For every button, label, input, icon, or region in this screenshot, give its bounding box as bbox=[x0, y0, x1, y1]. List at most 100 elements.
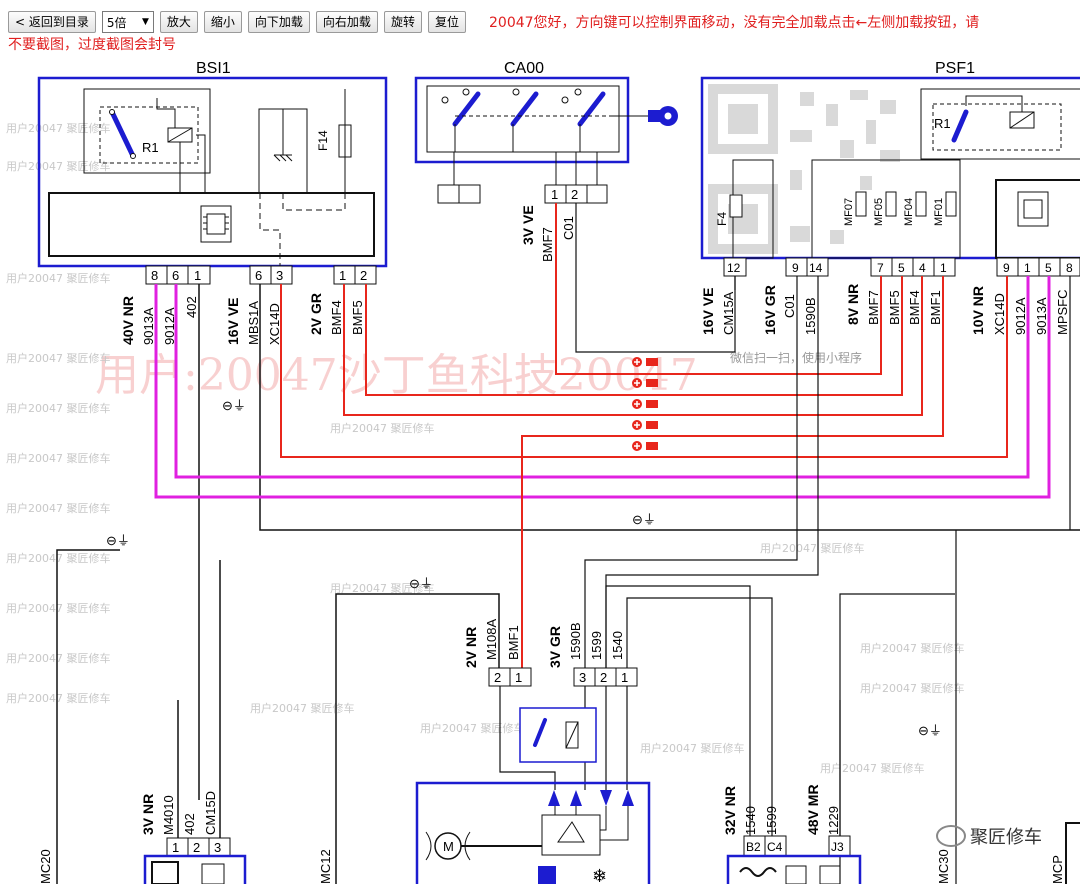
pin: 7 bbox=[877, 261, 884, 275]
pin: 3 bbox=[579, 670, 586, 685]
mf04-label: MF04 bbox=[903, 198, 915, 226]
pin: J3 bbox=[831, 840, 844, 854]
pin: 6 bbox=[172, 268, 179, 283]
wechat-logo-icon bbox=[936, 825, 966, 847]
wire-label: CM15D bbox=[203, 791, 218, 835]
zoom-out-button[interactable]: 缩小 bbox=[203, 11, 242, 33]
wire-label: BMF7 bbox=[866, 290, 881, 325]
load-down-button[interactable]: 向下加载 bbox=[247, 11, 310, 33]
conn-label: 48V MR bbox=[805, 784, 821, 835]
watermark-text: 用户20047 聚匠修车 bbox=[6, 601, 111, 615]
wire-label: M4010 bbox=[161, 795, 176, 835]
notice-line-2: 不要截图，过度截图会封号 bbox=[8, 37, 176, 53]
wire-label: BMF4 bbox=[329, 300, 344, 335]
pin: B2 bbox=[746, 840, 761, 854]
conn-label: 3V VE bbox=[520, 205, 536, 245]
wire-label: BMF1 bbox=[506, 625, 521, 660]
watermark-text: 用户20047 聚匠修车 bbox=[6, 351, 111, 365]
reset-button[interactable]: 复位 bbox=[427, 11, 466, 33]
watermark-text: 用户20047 聚匠修车 bbox=[6, 159, 111, 173]
ca00-switch: CA00 1 2 bbox=[414, 60, 678, 204]
watermark-text: 用户20047 聚匠修车 bbox=[420, 721, 525, 735]
pin: 14 bbox=[809, 261, 823, 275]
pin: 1 bbox=[940, 261, 947, 275]
wire-harness bbox=[56, 203, 1080, 884]
zoom-in-button[interactable]: 放大 bbox=[159, 11, 198, 33]
back-to-index-button[interactable]: < 返回到目录 bbox=[8, 11, 96, 33]
conn-label: 16V VE bbox=[225, 298, 241, 345]
wire-label: 9012A bbox=[162, 307, 177, 345]
watermark-text: 用户20047 聚匠修车 bbox=[6, 271, 111, 285]
conn-label: 32V NR bbox=[722, 786, 738, 835]
load-right-button[interactable]: 向右加载 bbox=[315, 11, 378, 33]
mf07-label: MF07 bbox=[843, 198, 855, 226]
watermark-layer: 用户:20047沙丁鱼科技20047 用户20047 聚匠修车 用户20047 … bbox=[6, 121, 965, 775]
wire-label: 9012A bbox=[1013, 297, 1028, 335]
wire-label: BMF5 bbox=[887, 290, 902, 325]
snowflake-icon: ❄ bbox=[592, 866, 607, 884]
pin: 3 bbox=[214, 840, 221, 855]
watermark-text: 用户20047 聚匠修车 bbox=[760, 541, 865, 555]
wire-label: MBS1A bbox=[246, 301, 261, 345]
bsi1-module: BSI1 R1 F14 bbox=[37, 60, 388, 268]
zoom-select[interactable]: 5倍 ▼ bbox=[101, 11, 154, 33]
pin: 12 bbox=[727, 261, 741, 275]
pin: 1 bbox=[551, 187, 558, 202]
pin: 1 bbox=[172, 840, 179, 855]
mf01-label: MF01 bbox=[933, 198, 945, 226]
conn-label: 2V NR bbox=[463, 627, 479, 668]
wire-label: 1540 bbox=[610, 631, 625, 660]
watermark-text: 用户20047 聚匠修车 bbox=[820, 761, 925, 775]
pin: C4 bbox=[767, 840, 783, 854]
wire-label: XC14D bbox=[267, 303, 282, 345]
conn-label: 40V NR bbox=[120, 296, 136, 345]
ground-icon: ⊖⏚ bbox=[918, 723, 942, 738]
ground-icon: ⊖⏚ bbox=[106, 533, 130, 548]
mf05-label: MF05 bbox=[873, 198, 885, 226]
pin: 2 bbox=[571, 187, 578, 202]
pin: 3 bbox=[276, 268, 283, 283]
watermark-text: 用户20047 聚匠修车 bbox=[640, 741, 745, 755]
mc20-label: MC20 bbox=[38, 849, 53, 884]
chevron-down-icon: ▼ bbox=[141, 17, 149, 27]
bsi1-title: BSI1 bbox=[196, 60, 231, 77]
pin: 9 bbox=[792, 261, 799, 275]
ground-symbols: ⊖⏚ ⊖⏚ ⊖⏚ ⊖⏚ ⊖⏚ bbox=[106, 398, 942, 738]
pin: 1 bbox=[339, 268, 346, 283]
pin: 6 bbox=[255, 268, 262, 283]
wire-label: C01 bbox=[782, 294, 797, 318]
wire-label: BMF1 bbox=[928, 290, 943, 325]
ground-icon: ⊖⏚ bbox=[632, 512, 656, 527]
watermark-text: 用户20047 聚匠修车 bbox=[6, 501, 111, 515]
wire-label: BMF4 bbox=[907, 290, 922, 325]
pin: 1 bbox=[194, 268, 201, 283]
conn-label: 10V NR bbox=[970, 286, 986, 335]
wire-label: CM15A bbox=[721, 291, 736, 335]
watermark-text: 用户20047 聚匠修车 bbox=[330, 421, 435, 435]
pin: 2 bbox=[193, 840, 200, 855]
wire-label: 402 bbox=[184, 296, 199, 318]
watermark-text: 用户20047 聚匠修车 bbox=[6, 691, 111, 705]
ca00-title: CA00 bbox=[504, 60, 544, 77]
f14-label: F14 bbox=[316, 130, 330, 151]
pin: 2 bbox=[600, 670, 607, 685]
brand-watermark: 聚匠修车 bbox=[936, 823, 1042, 849]
wire-label: 1590B bbox=[803, 297, 818, 335]
rotate-button[interactable]: 旋转 bbox=[383, 11, 422, 33]
mc30-label: MC30 bbox=[936, 849, 951, 884]
bsi-relay-label: R1 bbox=[142, 140, 159, 155]
watermark-text: 用户20047 聚匠修车 bbox=[860, 681, 965, 695]
wire-label: BMF7 bbox=[540, 227, 555, 262]
ground-icon: ⊖⏚ bbox=[222, 398, 246, 413]
wire-label: C01 bbox=[561, 216, 576, 240]
psf-relay-label: R1 bbox=[934, 116, 951, 131]
viewer-toolbar: < 返回到目录 5倍 ▼ 放大 缩小 向下加载 向右加载 旋转 复位 bbox=[8, 10, 466, 34]
conn-label: 16V GR bbox=[762, 285, 778, 335]
psf-connector: 12 9 14 7 5 4 1 9 1 5 8 bbox=[723, 257, 1080, 277]
conn-label: 8V NR bbox=[845, 284, 861, 325]
psf1-module: PSF1 R1 F4 MF07 MF05 MF04 MF01 bbox=[700, 60, 1080, 260]
wire-label: 9013A bbox=[1034, 297, 1049, 335]
wire-label: MPSFC bbox=[1055, 290, 1070, 336]
wire-label: 402 bbox=[182, 813, 197, 835]
pin: 9 bbox=[1003, 261, 1010, 275]
